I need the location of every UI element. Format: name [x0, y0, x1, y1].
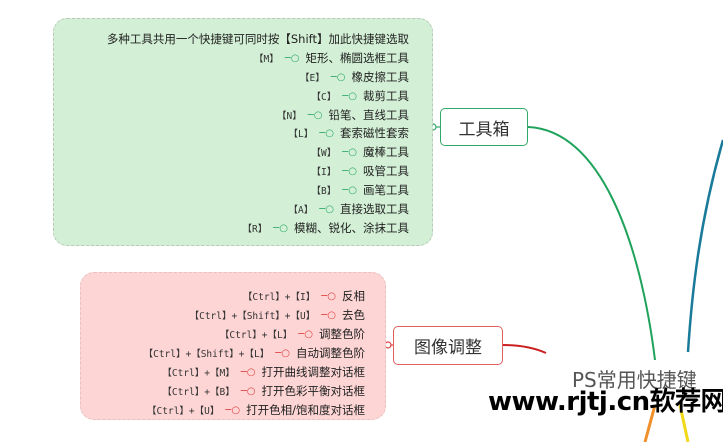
toolbox-shortcuts-panel: 多种工具共用一个快捷键可同时按【Shift】加此快捷键选取 【M】 ─○ 矩形、椭圆… [53, 18, 433, 246]
item-label: 铅笔、直线工具 [328, 108, 410, 122]
connector-icon: ─○ [321, 309, 336, 321]
item-label: 调整色阶 [319, 327, 365, 341]
item-label: 打开色相/饱和度对话框 [246, 403, 365, 417]
list-item[interactable]: 【Ctrl】+【Shift】+【U】 ─○ 去色 [190, 306, 365, 324]
connector-icon: ─○ [342, 90, 357, 102]
connector-icon: ─○ [342, 165, 357, 177]
shortcut-key: 【A】 [288, 205, 314, 216]
shortcut-key: 【Ctrl】+【L】 [219, 330, 293, 341]
item-label: 裁剪工具 [363, 89, 409, 103]
shortcut-key: 【Ctrl】+【M】 [162, 368, 235, 379]
shortcut-key: 【Ctrl】+【Shift】+【U】 [189, 311, 316, 322]
list-item[interactable]: 【W】 ─○ 魔棒工具 [312, 143, 409, 161]
item-label: 套索磁性套索 [340, 126, 409, 140]
item-label: 矩形、椭圆选框工具 [305, 51, 410, 65]
list-item[interactable]: 【B】 ─○ 画笔工具 [312, 181, 409, 199]
shortcut-key: 【Ctrl】+【B】 [162, 387, 235, 398]
connector-icon: ─○ [240, 366, 256, 378]
connector-icon: ─○ [307, 109, 323, 121]
shortcut-key: 【Ctrl】+【U】 [147, 406, 220, 417]
connector-icon: ─○ [319, 127, 334, 139]
connector-icon: ─○ [225, 404, 241, 416]
shortcut-key: 【Ctrl】+【I】 [242, 292, 316, 303]
connector-icon: ─○ [284, 52, 300, 64]
item-label: 画笔工具 [363, 183, 409, 197]
note-text: 多种工具共用一个快捷键可同时按【Shift】加此快捷键选取 [106, 32, 409, 46]
image-adjust-shortcuts-panel: 【Ctrl】+【I】 ─○ 反相 【Ctrl】+【Shift】+【U】 ─○ 去色 【C… [80, 272, 386, 420]
item-label: 反相 [342, 289, 365, 303]
item-label: 打开曲线调整对话框 [261, 365, 366, 379]
item-label: 魔棒工具 [363, 145, 409, 159]
list-item[interactable]: 【E】 ─○ 橡皮擦工具 [300, 68, 409, 86]
item-label: 打开色彩平衡对话框 [261, 384, 366, 398]
item-label: 吸管工具 [363, 164, 409, 178]
connector-icon: ─○ [240, 385, 256, 397]
shortcut-key: 【R】 [242, 224, 268, 235]
list-item[interactable]: 【Ctrl】+【L】 ─○ 调整色阶 [220, 325, 365, 343]
shortcut-key: 【B】 [311, 186, 337, 197]
shortcut-key: 【E】 [300, 73, 325, 84]
connector-icon: ─○ [321, 290, 336, 302]
topic-toolbox[interactable]: 工具箱 [440, 108, 528, 146]
connector-icon: ─○ [342, 146, 357, 158]
central-topic[interactable]: PS常用快捷键 [572, 368, 697, 392]
list-item[interactable]: 【Ctrl】+【Shift】+【L】 ─○ 自动调整色阶 [144, 344, 365, 362]
shortcut-key: 【M】 [254, 54, 279, 65]
connector-icon: ─○ [298, 328, 313, 340]
connector-icon: ─○ [275, 347, 290, 359]
item-label: 直接选取工具 [340, 202, 409, 216]
connector-icon: ─○ [319, 203, 334, 215]
item-label: 去色 [342, 308, 365, 322]
item-label: 橡皮擦工具 [351, 70, 410, 84]
item-label: 模糊、锐化、涂抹工具 [294, 221, 409, 235]
list-item[interactable]: 【N】 ─○ 铅笔、直线工具 [277, 106, 409, 124]
list-item[interactable]: 【I】 ─○ 吸管工具 [312, 162, 409, 180]
connector-icon: ─○ [273, 222, 288, 234]
connector-icon: ─○ [342, 184, 357, 196]
list-item[interactable]: 【M】 ─○ 矩形、椭圆选框工具 [254, 49, 409, 67]
shortcut-key: 【Ctrl】+【Shift】+【L】 [143, 349, 270, 360]
list-item[interactable]: 【R】 ─○ 模糊、锐化、涂抹工具 [243, 219, 409, 237]
list-item[interactable]: 【L】 ─○ 套索磁性套索 [289, 124, 409, 142]
list-item[interactable]: 【A】 ─○ 直接选取工具 [289, 200, 409, 218]
item-label: 自动调整色阶 [296, 346, 365, 360]
shortcut-key: 【L】 [288, 129, 314, 140]
list-item[interactable]: 【Ctrl】+【B】 ─○ 打开色彩平衡对话框 [162, 382, 365, 400]
shortcut-key: 【I】 [311, 167, 337, 178]
list-item[interactable]: 【Ctrl】+【U】 ─○ 打开色相/饱和度对话框 [147, 401, 365, 419]
shortcut-key: 【N】 [277, 111, 302, 122]
list-item[interactable]: 【Ctrl】+【I】 ─○ 反相 [243, 287, 365, 305]
shortcut-key: 【W】 [311, 148, 337, 159]
shortcut-key: 【C】 [311, 92, 337, 103]
connector-icon: ─○ [330, 71, 346, 83]
list-item[interactable]: 【Ctrl】+【M】 ─○ 打开曲线调整对话框 [162, 363, 365, 381]
list-item[interactable]: 【C】 ─○ 裁剪工具 [312, 87, 409, 105]
toolbox-note: 多种工具共用一个快捷键可同时按【Shift】加此快捷键选取 [107, 30, 409, 48]
watermark: www.rjtj.cn软荐网 [488, 387, 723, 417]
topic-image-adjust[interactable]: 图像调整 [393, 326, 503, 365]
